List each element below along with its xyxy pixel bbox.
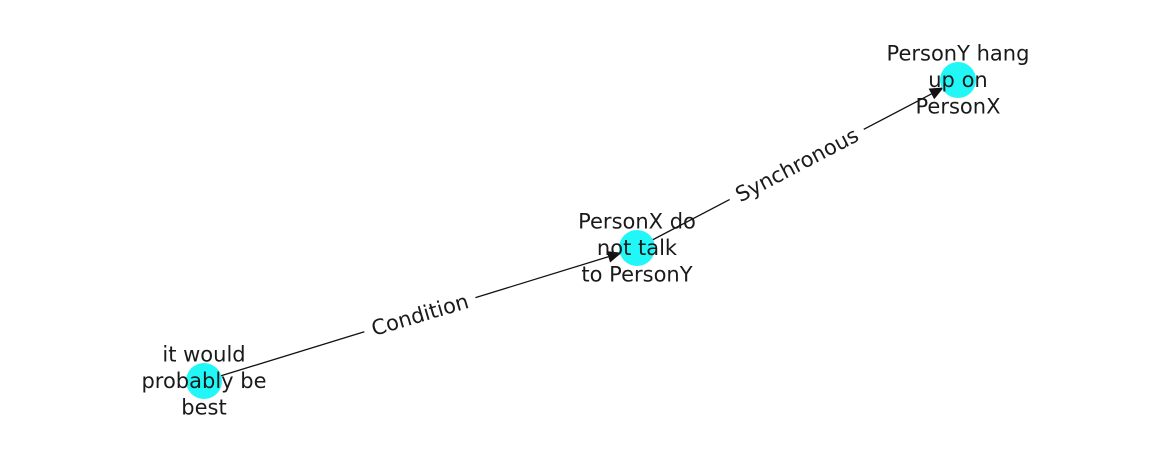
node-label-line: PersonY hang — [887, 42, 1030, 66]
node-2 — [619, 230, 655, 266]
node-3 — [940, 62, 976, 98]
node-label-line: it would — [162, 343, 245, 367]
node-label-line: up on — [928, 68, 987, 92]
node-label-line: PersonX — [916, 95, 1001, 119]
arrowhead-1 — [606, 251, 622, 263]
node-label-line: not talk — [597, 236, 678, 260]
nodes-layer — [186, 62, 976, 399]
node-label-line: probably be — [141, 369, 266, 393]
node-label-line: PersonX do — [578, 210, 696, 234]
node-1 — [186, 363, 222, 399]
node-label-line: best — [181, 396, 226, 420]
edge-label-1: Condition — [360, 284, 480, 346]
edge-label-text: Condition — [369, 289, 472, 340]
edge-label-text: Synchronous — [731, 123, 862, 207]
edge-label-background — [722, 116, 872, 214]
node-label-line: to PersonY — [581, 263, 692, 287]
edge-label-2: Synchronous — [722, 116, 872, 214]
edge-label-background — [360, 284, 480, 346]
arrowhead-2 — [928, 87, 944, 100]
